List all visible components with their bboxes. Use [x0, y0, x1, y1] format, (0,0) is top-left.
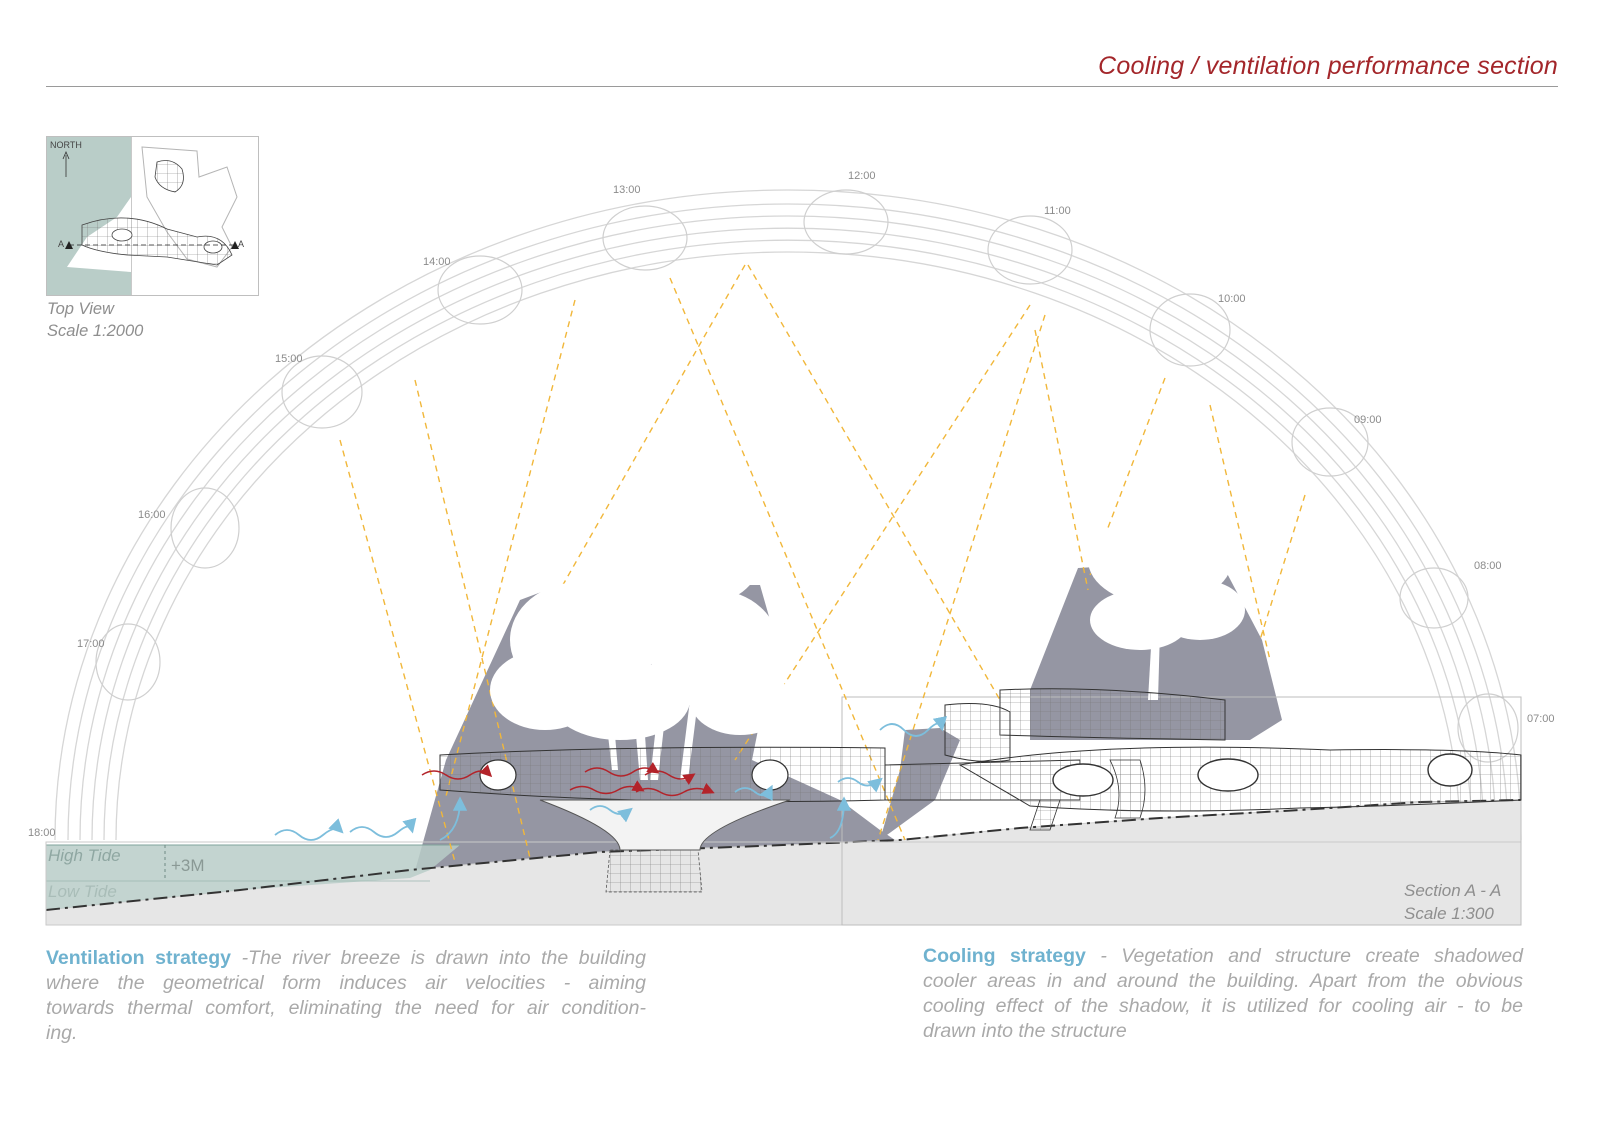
top-view-caption: Top View Scale 1:2000 — [47, 300, 143, 341]
hour-label: 10:00 — [1218, 293, 1246, 305]
low-tide-label: Low Tide — [48, 882, 117, 901]
structure-right — [884, 688, 1522, 831]
hour-label: 13:00 — [613, 184, 641, 196]
ventilation-line: ing. — [46, 1022, 78, 1044]
ventilation-strategy: Ventilation strategy -The river breeze i… — [46, 946, 646, 1046]
high-tide-label: High Tide — [48, 846, 121, 865]
cooling-line: cooler areas in and around the building.… — [923, 970, 1523, 992]
section-label: Section A - A — [1404, 881, 1502, 900]
hour-label: 15:00 — [275, 353, 303, 365]
title-rule — [46, 86, 1558, 87]
hour-label: 14:00 — [423, 256, 451, 268]
ventilation-line: towards thermal comfort, eliminating the… — [46, 997, 646, 1019]
top-view-label: Top View — [47, 300, 114, 318]
tide-water — [46, 844, 460, 910]
cooling-line: - Vegetation and structure create shadow… — [1100, 945, 1523, 967]
sun-path-arc — [54, 189, 1522, 841]
tree-left-group — [490, 515, 790, 780]
section-caption: Section A - A Scale 1:300 — [1404, 881, 1501, 924]
ventilation-heading: Ventilation strategy — [46, 947, 232, 969]
cooling-line: drawn into the structure — [923, 1020, 1127, 1042]
ventilation-line: where the geometrical form induces air v… — [46, 972, 646, 994]
top-view-scale: Scale 1:2000 — [47, 322, 144, 340]
hour-label: 07:00 — [1527, 713, 1555, 725]
sun-discs — [95, 189, 1519, 763]
hour-label: 08:00 — [1474, 560, 1502, 572]
north-label: NORTH — [50, 140, 82, 150]
cooling-line: cooling effect of the shadow, it is util… — [923, 995, 1523, 1017]
hour-label: 17:00 — [77, 638, 105, 650]
hour-label: 18:00 — [28, 827, 56, 839]
structure-left — [439, 746, 886, 893]
hour-label: 16:00 — [138, 509, 166, 521]
hour-labels: 07:00 08:00 09:00 10:00 11:00 12:00 13:0… — [28, 170, 1555, 839]
ventilation-line: -The river breeze is drawn into the buil… — [241, 947, 646, 969]
hour-label: 12:00 — [848, 170, 876, 182]
section-marker-right: A — [238, 239, 245, 249]
breeze-arrows — [274, 715, 947, 841]
warm-air-arrows — [421, 762, 715, 797]
inset-map: NORTH A A — [46, 136, 259, 296]
tide-difference-label: +3M — [171, 856, 205, 875]
cooling-heading: Cooling strategy — [923, 945, 1086, 967]
hour-label: 09:00 — [1354, 414, 1382, 426]
section-marker-left: A — [58, 239, 65, 249]
section-scale: Scale 1:300 — [1404, 904, 1494, 923]
cooling-strategy: Cooling strategy - Vegetation and struct… — [923, 944, 1523, 1044]
inset-map-drawing — [47, 137, 239, 295]
page-title: Cooling / ventilation performance sectio… — [1098, 52, 1558, 80]
hour-label: 11:00 — [1044, 205, 1071, 217]
tree-right-group — [1088, 515, 1245, 700]
